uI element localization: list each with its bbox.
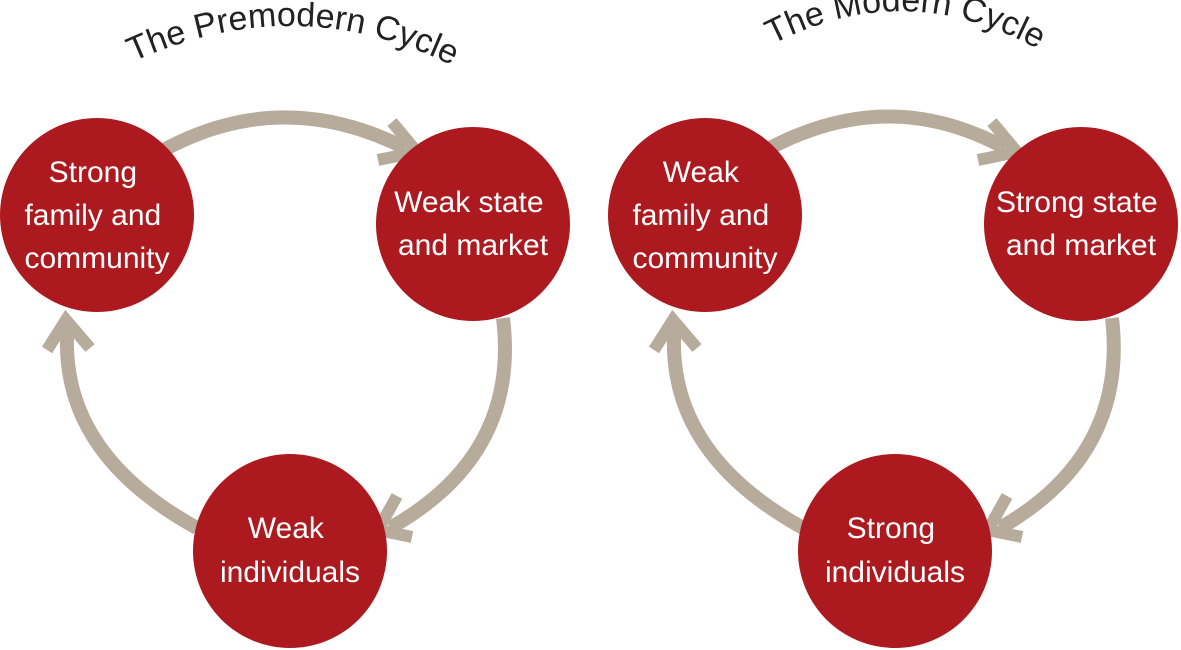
arrow-family-to-state: [156, 110, 409, 159]
node-individuals: Weak individuals: [193, 454, 387, 648]
node-label: Weak state and market: [394, 186, 552, 262]
node-label: Strong individuals: [825, 512, 965, 589]
arrowhead-individuals-to-family: [41, 309, 95, 354]
node-label-line: Strong: [49, 156, 137, 189]
node-label-line: individuals: [825, 556, 965, 589]
node-label-line: and market: [398, 229, 549, 262]
arrow-family-to-state: [766, 109, 1009, 155]
node-state-market: Weak state and market: [376, 127, 570, 321]
arrow-individuals-to-family: [60, 321, 201, 535]
node-circle: [376, 127, 570, 321]
node-individuals: Strong individuals: [798, 454, 992, 648]
node-label: Strong family and community: [24, 156, 169, 275]
node-label-line: Strong: [847, 512, 935, 545]
arrow-state-to-individuals: [386, 317, 512, 535]
node-family-community: Weak family and community: [608, 118, 802, 312]
node-family-community: Strong family and community: [0, 118, 194, 312]
premodern-title: The Premodern Cycle: [121, 0, 465, 73]
premodern-cycle: The Premodern Cycle Strong family and co…: [0, 0, 570, 648]
node-label-line: individuals: [220, 556, 360, 589]
arrow-state-to-individuals: [996, 317, 1121, 535]
modern-title: The Modern Cycle: [759, 0, 1052, 56]
modern-title-text: The Modern Cycle: [759, 0, 1052, 56]
node-circle: [798, 454, 992, 648]
node-label-line: family and: [24, 199, 161, 232]
node-circle: [608, 118, 802, 312]
node-state-market: Strong state and market: [984, 127, 1178, 321]
node-circle: [0, 118, 194, 312]
node-label-line: and market: [1006, 229, 1157, 262]
node-label: Weak family and community: [632, 156, 777, 275]
node-label-line: community: [632, 242, 777, 275]
node-circle: [193, 454, 387, 648]
premodern-title-text: The Premodern Cycle: [121, 0, 465, 73]
arrowhead-individuals-to-family: [648, 309, 702, 354]
node-label: Strong state and market: [996, 186, 1166, 262]
node-label-line: Weak: [248, 512, 325, 545]
node-label-line: Weak state: [394, 186, 544, 219]
node-label-line: family and: [632, 199, 769, 232]
node-label-line: Strong state: [996, 186, 1158, 219]
node-label-line: Weak: [663, 156, 740, 189]
node-label-line: community: [24, 242, 169, 275]
node-circle: [984, 127, 1178, 321]
node-label: Weak individuals: [220, 512, 360, 589]
modern-cycle: The Modern Cycle Weak family and communi…: [608, 0, 1178, 648]
arrow-individuals-to-family: [667, 321, 807, 535]
